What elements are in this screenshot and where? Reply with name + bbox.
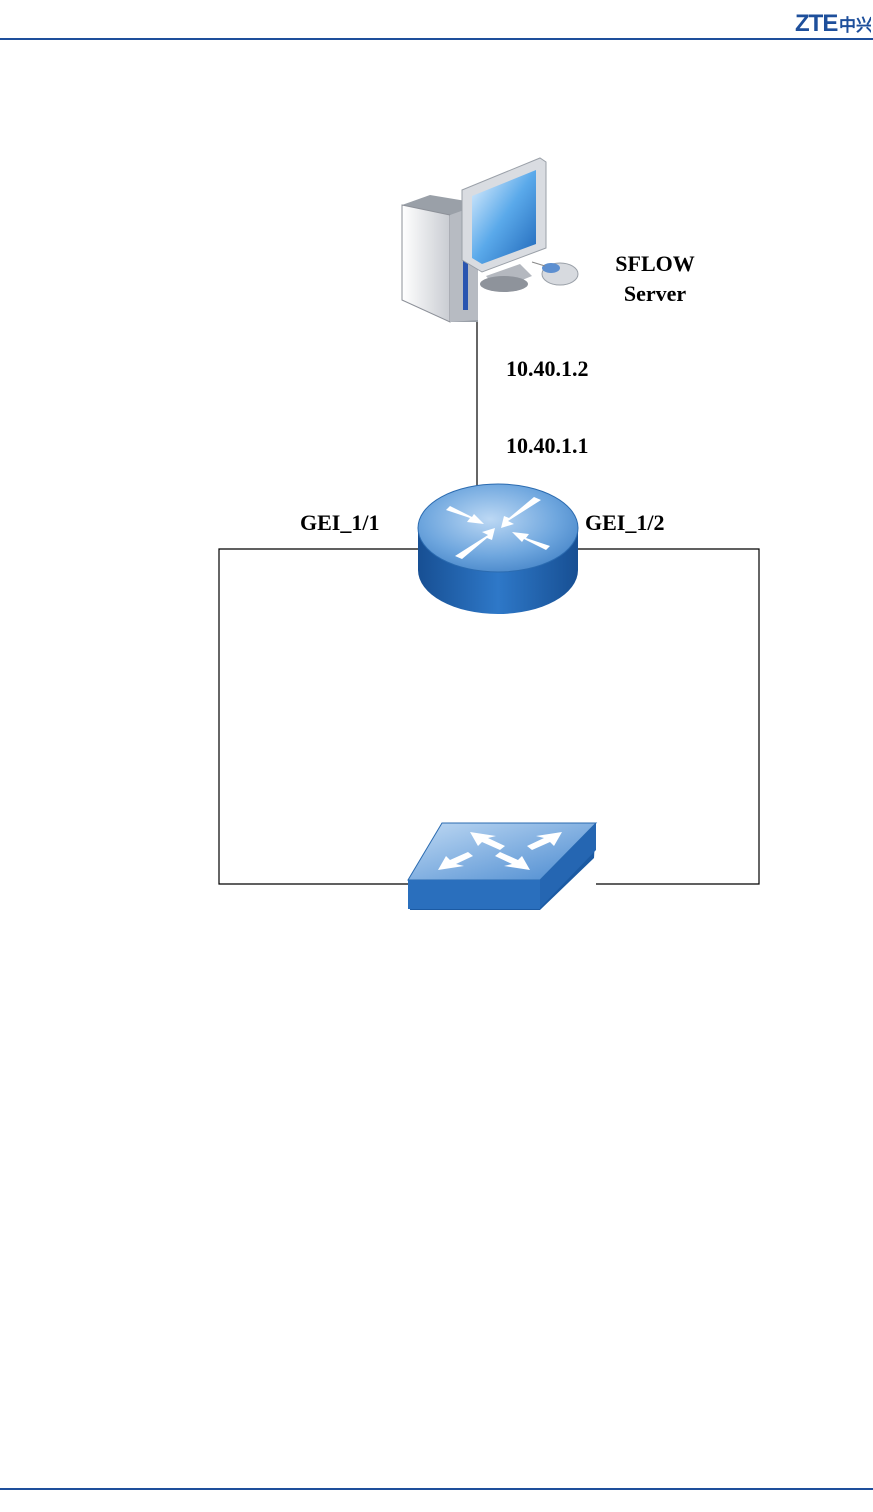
server-name-label: SFLOW Server	[600, 249, 710, 309]
pc-icon	[402, 158, 578, 322]
server-name-line2: Server	[600, 279, 710, 309]
router-port-right-label: GEI_1/2	[585, 508, 664, 538]
server-ip-label: 10.40.1.2	[506, 354, 589, 384]
footer-rule	[0, 1488, 873, 1490]
router-port-left-label: GEI_1/1	[300, 508, 379, 538]
left-loop-link	[219, 549, 418, 884]
right-loop-link	[578, 549, 759, 884]
server-name-line1: SFLOW	[600, 249, 710, 279]
router-ip-label: 10.40.1.1	[506, 431, 589, 461]
switch-icon	[408, 823, 596, 910]
router-icon	[418, 484, 578, 614]
